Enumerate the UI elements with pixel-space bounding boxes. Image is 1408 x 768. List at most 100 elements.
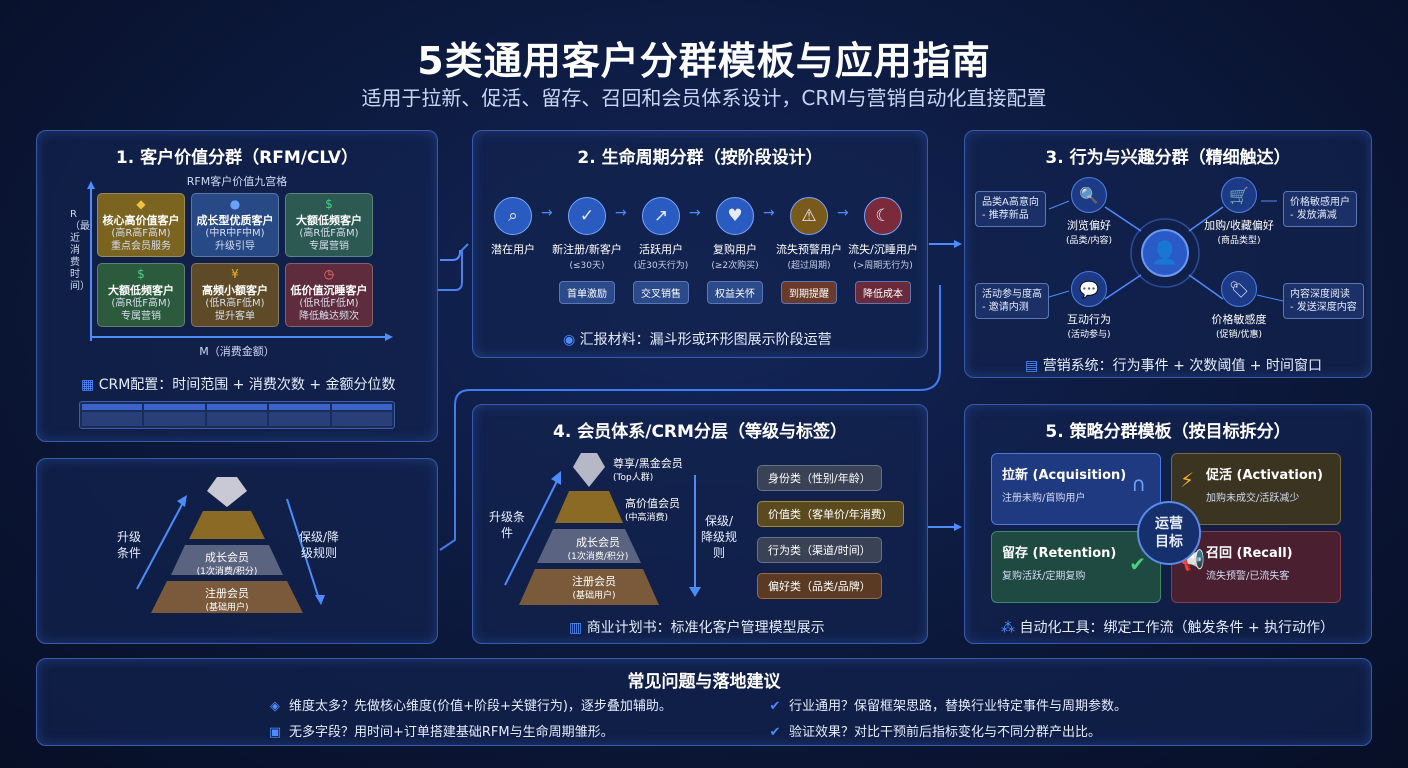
marketing-note: ▤ 营销系统：行为事件 + 次数阈值 + 时间窗口 [1025,358,1322,374]
lifecycle-stage: ☾流失/沉睡用户(>周期无行为)降低成本 [845,197,921,304]
tag-behavior: 行为类（渠道/时间） [757,537,882,563]
cell-action: 专属营销 [309,241,349,252]
workflow-icon: ⁂ [1001,620,1015,636]
doc-icon: ▤ [1025,358,1039,374]
grid-cell: ¥高频小额客户(低R高F低M)提升客单 [191,263,279,327]
automation-note: ⁂ 自动化工具：绑定工作流（触发条件 + 执行动作） [1001,620,1335,636]
panel-lifecycle: 2. 生命周期分群（按阶段设计） ◉ 汇报材料：漏斗形或环形图展示阶段运营 ⌕潜… [472,130,928,358]
cell-action: 降低触达频次 [299,311,359,322]
stage-sub: (≤30天) [569,261,605,271]
cell-action: 升级引导 [215,241,255,252]
chat-bubble-icon: 💬 [1071,271,1107,307]
stage-name: 新注册/新客户 [552,243,622,256]
grid-cell: ● 成长型优质客户(中R中F中M) 升级引导 [191,193,279,257]
quad-activation: 促活 (Activation)加购未成交/活跃减少 ⚡ [1171,453,1341,525]
heart-icon: ♥ [716,197,754,235]
stage-name: 潜在用户 [491,243,535,256]
cell-name: 高频小额客户 [202,284,268,297]
cart-icon: 🛒 [1221,177,1257,213]
search-icon: 🔍 [1071,177,1107,213]
panel-title: 1. 客户价值分群（RFM/CLV） [115,148,359,168]
cell-sub: (中R中F中M) [205,228,265,239]
behavior-links [1048,200,1284,302]
search-doc-icon: ⌕ [494,197,532,235]
stage-sub: (超过周期) [787,261,831,271]
stage-tag: 首单激励 [559,281,615,304]
tier-vip: 尊享/黑金会员(Top人群) [613,457,683,483]
segment-box: 价格敏感用户 - 发放满减 [1283,191,1357,227]
item-cart: 加购/收藏偏好(商品类型) [1204,219,1274,246]
faq-item: ▣无多字段？用时间+订单搭建基础RFM与生命周期雏形。 [268,725,614,740]
diamond-icon: ◆ [136,197,146,211]
quad-retention: 留存 (Retention)复购活跃/定期复购 ✔ [991,531,1161,603]
price-tag-icon: 🏷 [1221,271,1257,307]
panel-behavior: 3. 行为与兴趣分群（精细触达） 👤 🔍 浏览偏好(品类/内容) 🛒 加购/收藏… [964,130,1372,378]
stage-name: 活跃用户 [639,243,683,256]
cell-sub: (低R低F低M) [299,298,359,309]
chart-up-icon: ↗ [642,197,680,235]
cell-name: 成长型优质客户 [196,214,274,227]
cell-sub: (高R低F高M) [111,298,171,309]
crm-table-preview [79,401,395,429]
segment-box: 内容深度阅读 - 发送深度内容 [1283,283,1364,319]
panel-member-pyramid: 升级条件 保级/降级规则 成长会员(1次消费/积分) 注册会员(基础用户) [36,458,438,644]
check-circle-icon: ✔ [769,725,781,740]
coins-icon: ¥ [231,267,239,281]
segment-box: 活动参与度高 - 邀请内测 [975,283,1049,319]
tag-preference: 偏好类（品类/品牌） [757,573,882,599]
grid-cell: ◆核心高价值客户(高R高F高M)重点会员服务 [97,193,185,257]
stage-tag: 权益关怀 [707,281,763,304]
person-icon: ● [229,197,241,211]
tier-growth: 成长会员(1次消费/积分) [196,551,258,577]
stage-tag: 到期提醒 [781,281,837,304]
tag-value: 价值类（客单价/年消费） [757,501,904,527]
coin-icon: $ [137,267,145,281]
pyramid-graphic [504,453,701,605]
cell-name: 大额低频客户 [296,214,362,227]
panel-customer-value: 1. 客户价值分群（RFM/CLV） RFM客户价值九宫格 R（最近消费时间） … [36,130,438,442]
stage-tag: 交叉销售 [633,281,689,304]
goal-center: 运营目标 [1137,501,1201,565]
check-circle-icon: ✔ [769,699,781,714]
arrow-right-icon: → [541,205,553,221]
cell-name: 大额低频客户 [108,284,174,297]
user-center-icon: 👤 [1141,229,1189,277]
magnet-icon: ∩ [1131,472,1146,496]
book-icon: ▥ [569,620,583,636]
panel-title: 4. 会员体系/CRM分层（等级与标签） [553,422,847,442]
grid-cell: $大额低频客户(高R低F高M)专属营销 [97,263,185,327]
grid-axes [87,181,393,341]
lifecycle-stage: ⚠流失预警用户(超过周期)到期提醒 [771,197,847,304]
cell-sub: (高R低F高M) [299,228,359,239]
stage-name: 流失预警用户 [776,243,842,256]
panel-faq: 常见问题与落地建议 ◈维度太多？先做核心维度(价值+阶段+关键行为)，逐步叠加辅… [36,658,1372,746]
money-bag-icon: $ [325,197,333,211]
business-plan-note: ▥ 商业计划书：标准化客户管理模型展示 [569,620,825,636]
item-price: 价格敏感度(促销/优惠) [1211,313,1267,340]
panel-title: 3. 行为与兴趣分群（精细触达） [1045,148,1291,168]
tier-registered: 注册会员(基础用户) [205,587,249,613]
grid-cell: $ 大额低频客户(高R低F高M) 专属营销 [285,193,373,257]
tier-high: 高价值会员(中高消费) [625,497,680,523]
cell-name: 低价值沉睡客户 [290,284,368,297]
tier-growth: 成长会员(1次消费/积分) [567,536,629,562]
cell-action: 重点会员服务 [111,241,171,252]
stage-sub: (>周期无行为) [853,261,913,271]
segment-box: 品类A高意向 - 推荐新品 [975,191,1046,227]
panel-strategy: 5. 策略分群模板（按目标拆分） 拉新 (Acquisition)注册未购/首购… [964,404,1372,644]
crm-note: ▦ CRM配置：时间范围 + 消费次数 + 金额分位数 [81,377,396,393]
arrow-right-icon: → [689,205,701,221]
panel-title: 2. 生命周期分群（按阶段设计） [577,148,823,168]
pyramid-graphic [136,477,325,613]
page-subtitle: 适用于拉新、促活、留存、召回和会员体系设计，CRM与营销自动化直接配置 [361,86,1047,110]
stage-name: 复购用户 [713,243,757,256]
panel-membership: 4. 会员体系/CRM分层（等级与标签） 升级条件 保级/降级规则 尊享/黑金会… [472,404,928,644]
grid-cell: ◷低价值沉睡客户(低R低F低M)降低触达频次 [285,263,373,327]
panel-title: 5. 策略分群模板（按目标拆分） [1045,422,1291,442]
arrow-right-icon: → [615,205,627,221]
cell-sub: (高R高F高M) [111,228,171,239]
lifecycle-stage: ✓新注册/新客户(≤30天)首单激励 [549,197,625,304]
stage-sub: (近30天行为) [633,261,689,271]
bolt-icon: ⚡ [1180,468,1195,492]
